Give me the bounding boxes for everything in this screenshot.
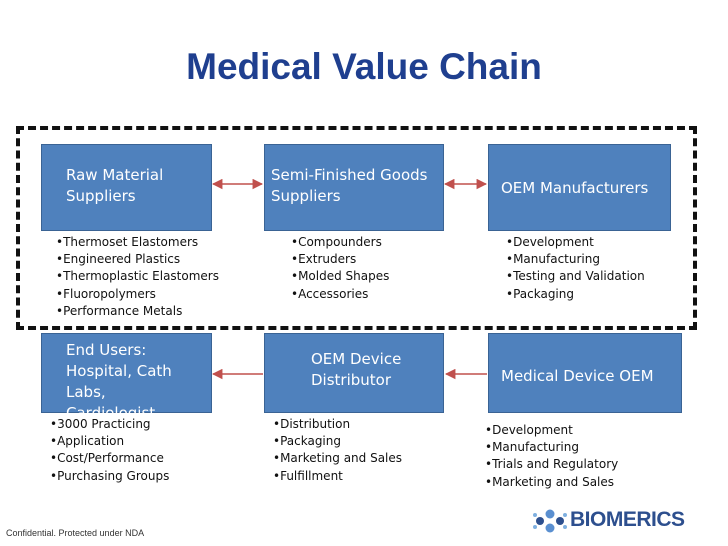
list-item: Molded Shapes: [291, 268, 389, 285]
raw-material-bullets: Thermoset Elastomers Engineered Plastics…: [56, 234, 219, 320]
list-item: Purchasing Groups: [50, 468, 169, 485]
semi-finished-bullets: Compounders Extruders Molded Shapes Acce…: [291, 234, 389, 303]
oem-manufacturers-box: OEM Manufacturers: [488, 144, 671, 231]
list-item: Thermoplastic Elastomers: [56, 268, 219, 285]
list-item: 3000 Practicing: [50, 416, 169, 433]
list-item: Development: [506, 234, 645, 251]
list-item: Trials and Regulatory: [485, 456, 618, 473]
oem-manufacturers-bullets: Development Manufacturing Testing and Va…: [506, 234, 645, 303]
list-item: Manufacturing: [506, 251, 645, 268]
list-item: Engineered Plastics: [56, 251, 219, 268]
list-item: Accessories: [291, 286, 389, 303]
confidential-footer: Confidential. Protected under NDA: [6, 528, 145, 538]
semi-finished-goods-box: Semi-Finished Goods Suppliers: [264, 144, 444, 231]
list-item: Fulfillment: [273, 468, 402, 485]
list-item: Fluoropolymers: [56, 286, 219, 303]
list-item: Extruders: [291, 251, 389, 268]
page-title: Medical Value Chain: [186, 46, 542, 87]
list-item: Application: [50, 433, 169, 450]
distributor-bullets: Distribution Packaging Marketing and Sal…: [273, 416, 402, 485]
medical-device-oem-bullets: Development Manufacturing Trials and Reg…: [485, 422, 618, 491]
list-item: Packaging: [273, 433, 402, 450]
list-item: Marketing and Sales: [485, 474, 618, 491]
logo-text: BIOMERICS: [570, 508, 685, 531]
list-item: Thermoset Elastomers: [56, 234, 219, 251]
list-item: Distribution: [273, 416, 402, 433]
end-users-box: End Users: Hospital, Cath Labs, Cardiolo…: [41, 333, 212, 422]
list-item: Development: [485, 422, 618, 439]
list-item: Packaging: [506, 286, 645, 303]
list-item: Performance Metals: [56, 303, 219, 320]
end-users-bullets: 3000 Practicing Application Cost/Perform…: [50, 416, 169, 485]
oem-device-distributor-box: OEM Device Distributor: [264, 333, 444, 413]
raw-material-suppliers-box: Raw Material Suppliers: [41, 144, 212, 231]
medical-device-oem-box: Medical Device OEM: [488, 333, 682, 413]
list-item: Marketing and Sales: [273, 450, 402, 467]
dashed-group-frame: [16, 126, 697, 330]
list-item: Compounders: [291, 234, 389, 251]
list-item: Cost/Performance: [50, 450, 169, 467]
biomerics-logo: BIOMERICS: [532, 506, 685, 536]
molecule-logo-icon: [533, 509, 567, 533]
list-item: Manufacturing: [485, 439, 618, 456]
list-item: Testing and Validation: [506, 268, 645, 285]
